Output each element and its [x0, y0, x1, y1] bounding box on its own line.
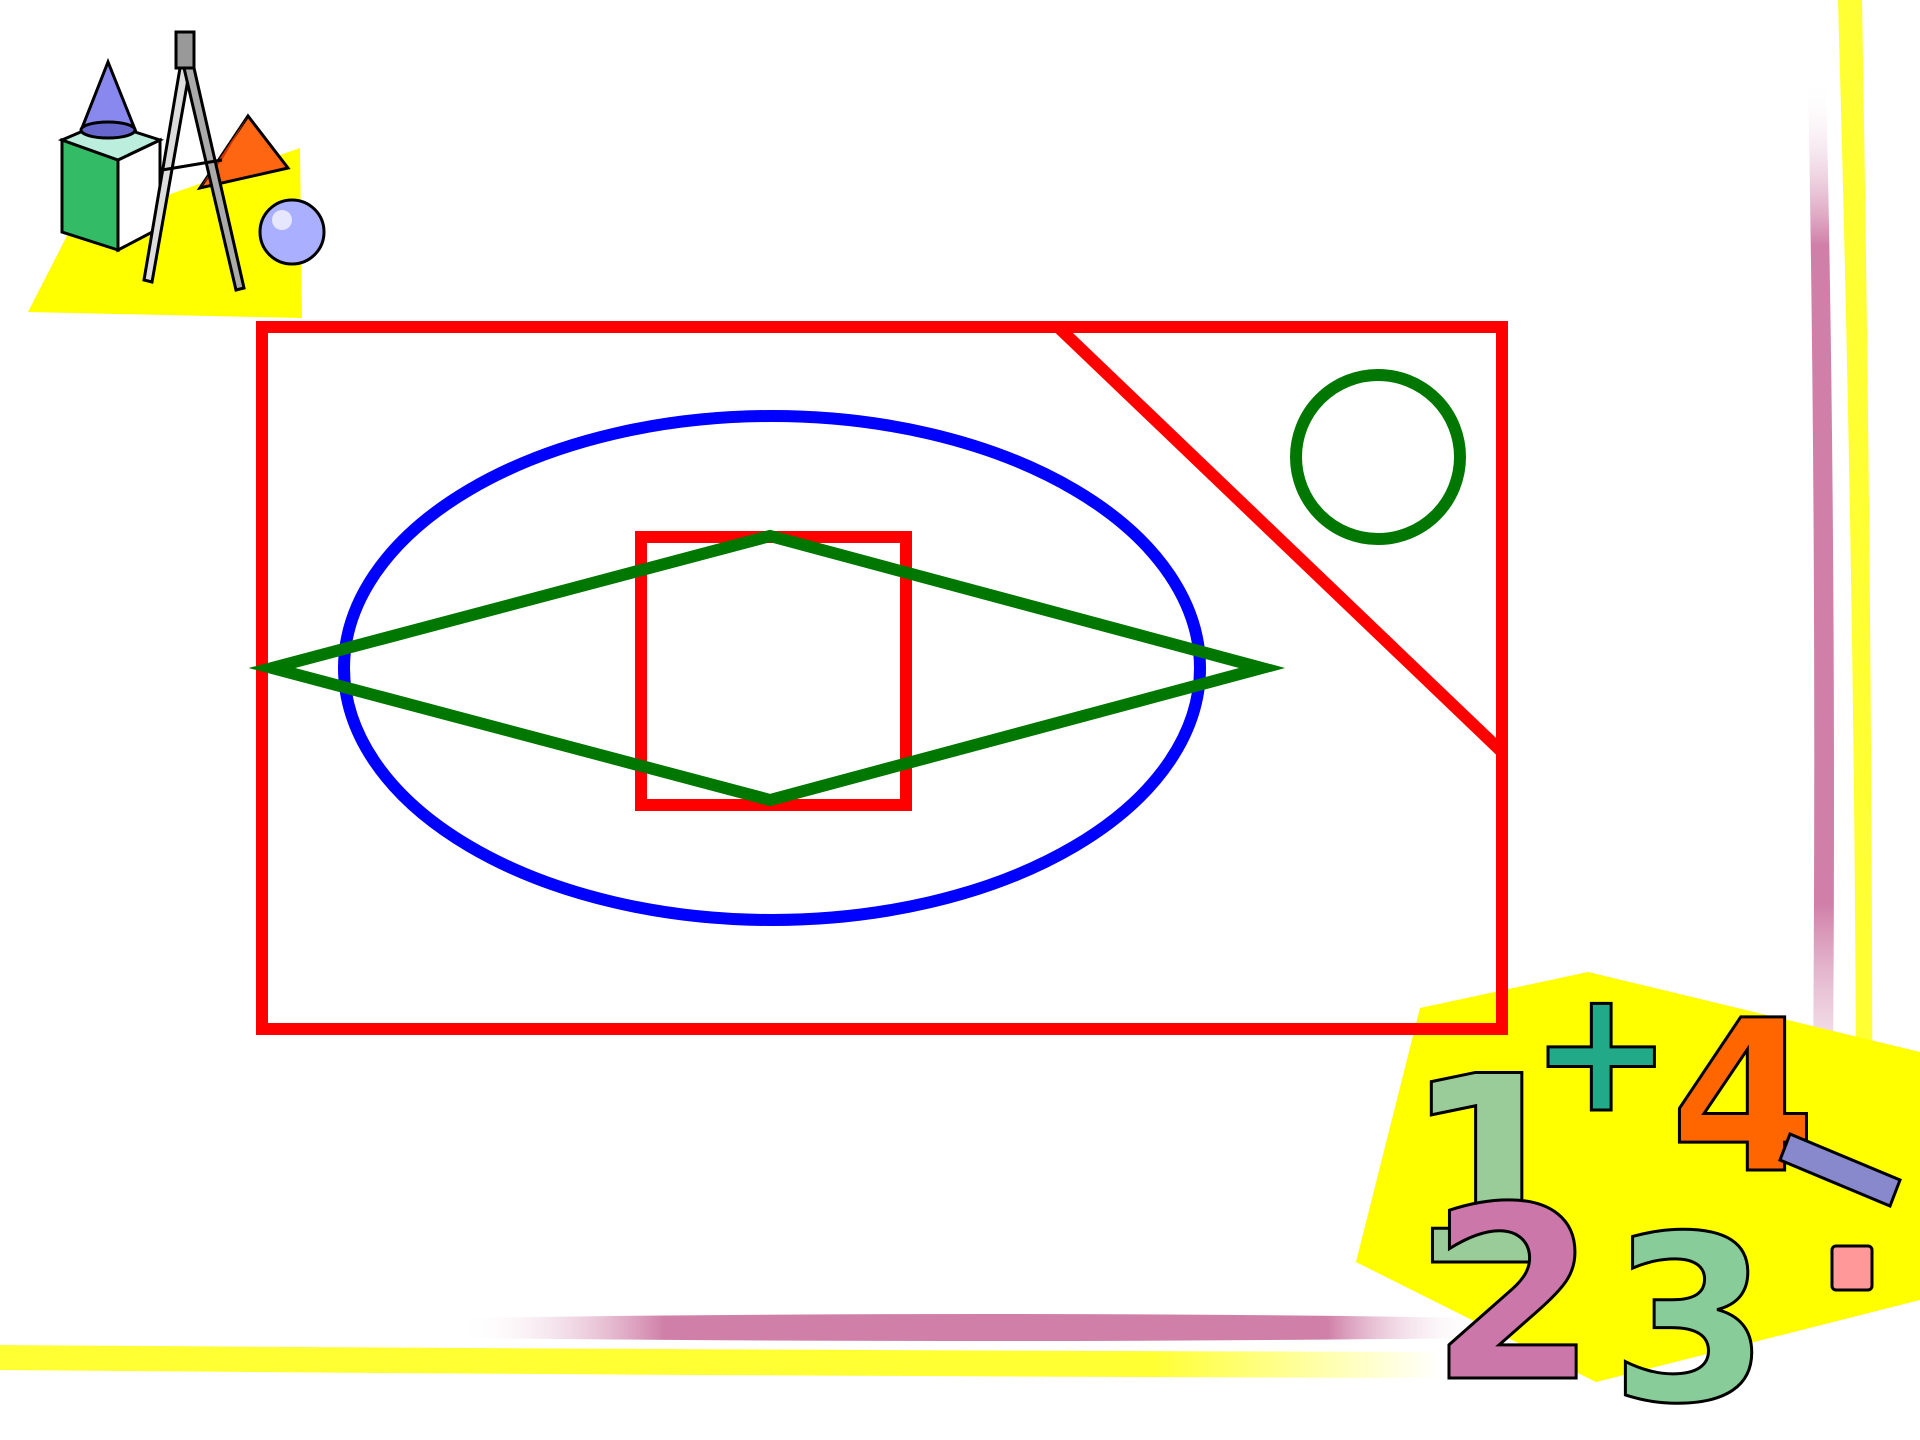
ellipse: [344, 416, 1200, 920]
outer-rectangle: [262, 327, 1502, 1029]
small-circle: [1296, 375, 1460, 539]
rhombus: [272, 536, 1262, 800]
inner-square: [641, 537, 906, 805]
